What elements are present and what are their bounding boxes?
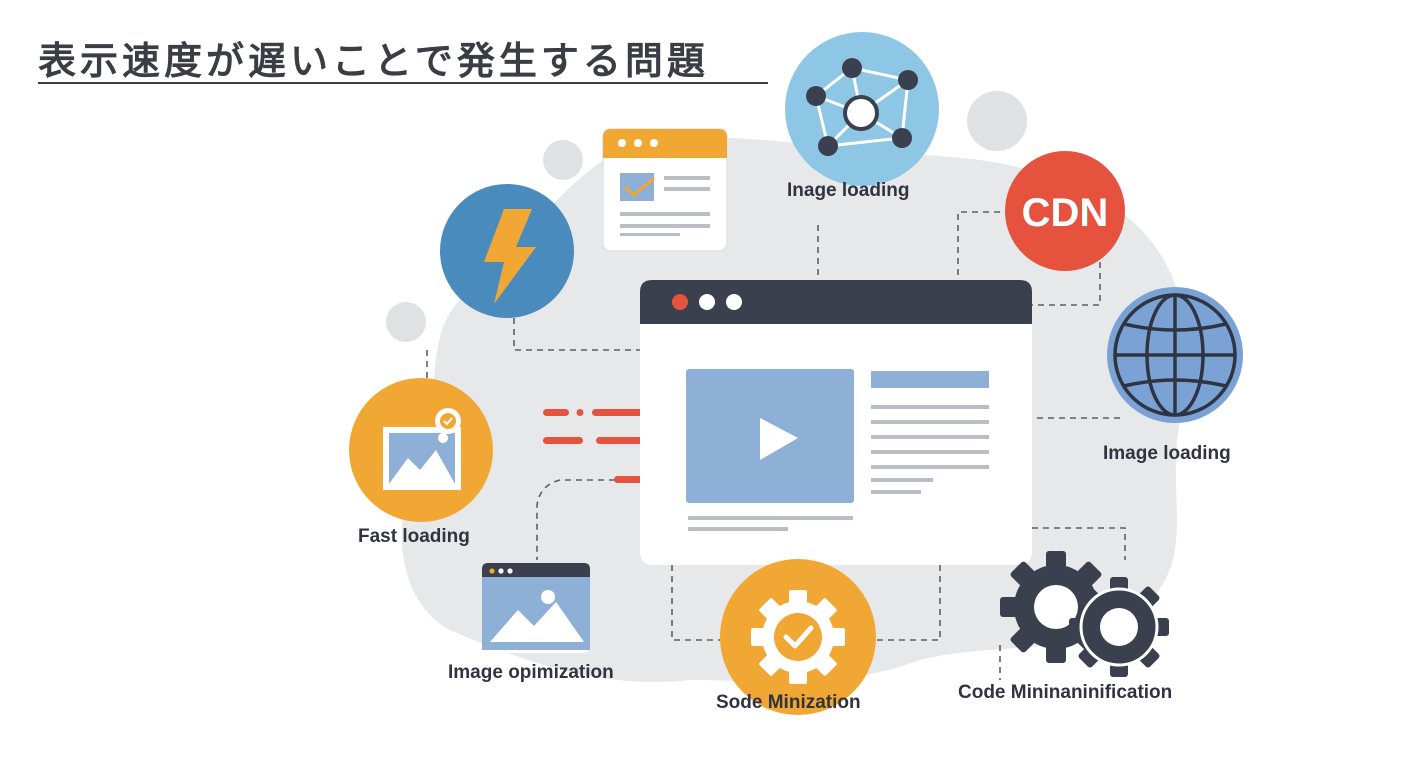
lightning-icon: [440, 184, 574, 318]
network-icon: [785, 32, 939, 186]
title-underline: [38, 82, 768, 84]
gears-icon: [1000, 551, 1169, 677]
gear-check-icon: [720, 559, 876, 715]
image-window-icon: [482, 563, 590, 653]
label-sode-minization: Sode Minization: [716, 692, 861, 713]
connector-line: [671, 565, 720, 641]
label-code-minification: Code Mininaninification: [958, 682, 1173, 703]
image-icon: [349, 378, 493, 522]
label-network: Inage loading: [787, 180, 910, 201]
globe-icon: [1107, 287, 1243, 423]
cdn-icon: CDN: [1005, 151, 1125, 271]
decor-circle: [386, 302, 426, 342]
cdn-text: CDN: [1022, 191, 1109, 235]
checklist-window-icon: [602, 128, 728, 252]
decor-circle: [543, 140, 583, 180]
connector-line: [536, 479, 615, 560]
label-globe: Image loading: [1103, 443, 1231, 464]
speed-arrows: [543, 409, 664, 483]
connector-line: [870, 565, 941, 641]
browser-window-icon: [640, 280, 1032, 565]
play-icon: [760, 418, 798, 460]
label-image-optimization: Image opimization: [448, 662, 614, 683]
connector-line: [513, 318, 640, 351]
label-fast-loading: Fast loading: [358, 526, 470, 547]
page-title: 表示速度が遅いことで発生する問題: [38, 39, 709, 83]
connector-line: [1032, 527, 1126, 560]
connector-line: [1032, 262, 1101, 306]
decor-circle: [967, 91, 1027, 151]
